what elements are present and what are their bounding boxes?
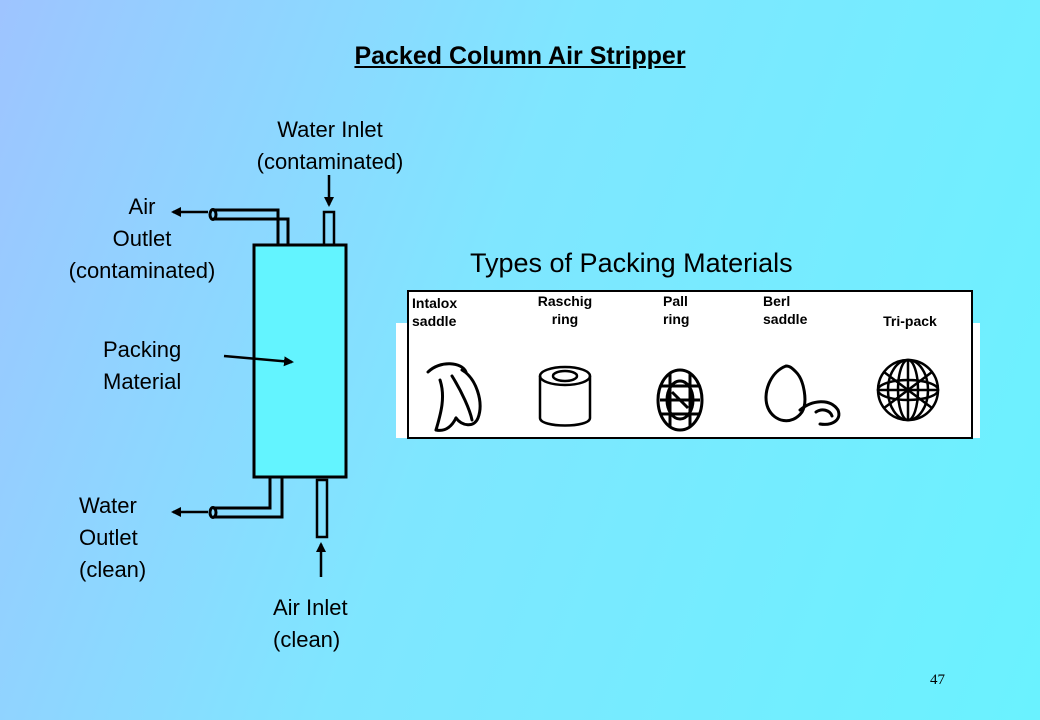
air-outlet-pipe [208,208,290,245]
packing-types-title: Types of Packing Materials [470,248,793,278]
tri-pack-icon [876,358,940,422]
air-inlet-pipe [315,478,329,539]
pall-ring-icon [656,368,704,432]
intalox-saddle-label: Intalox saddle [412,295,458,329]
tri-pack-label: Tri-pack [883,313,937,329]
raschig-ring-icon [538,365,592,427]
water-inlet-label: Water Inlet (contaminated) [256,117,404,174]
air-outlet-label: Air Outlet (contaminated) [68,194,216,283]
slide-title: Packed Column Air Stripper [354,42,686,70]
packing-material-label: Packing Material [103,337,182,394]
packing-arrow [223,354,294,367]
intalox-saddle-icon [426,362,482,432]
pall-ring-label: Pall ring [663,293,690,327]
slide-number: 47 [930,672,945,688]
raschig-ring-label: Raschig ring [537,293,593,327]
berl-saddle-label: Berl saddle [763,293,808,327]
berl-saddle-icon [764,364,841,426]
water-outlet-label: Water Outlet (clean) [79,493,147,582]
air-inlet-label: Air Inlet (clean) [273,595,348,652]
water-inlet-pipe [322,210,336,247]
water-outlet-pipe [208,477,284,519]
